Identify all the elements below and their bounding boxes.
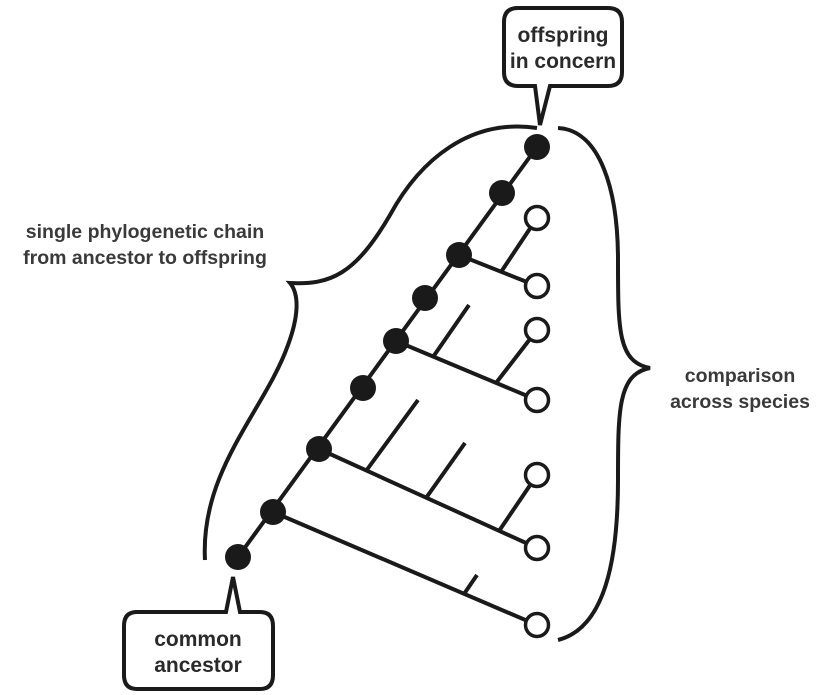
ancestor-node xyxy=(524,134,550,160)
species-node xyxy=(523,386,551,414)
top-callout-line-1: offspring xyxy=(518,24,609,47)
branch-stub xyxy=(424,441,467,500)
main-lineage xyxy=(236,145,539,559)
branch-stub xyxy=(431,303,471,359)
bottom-callout-bubble xyxy=(122,576,275,691)
branch xyxy=(272,510,538,627)
branch xyxy=(458,253,538,288)
ancestor-node xyxy=(350,375,376,401)
left-brace-label-line-1: single phylogenetic chain xyxy=(26,221,264,243)
ancestor-node xyxy=(260,499,286,525)
right-brace-label-line-2: across species xyxy=(670,391,810,413)
common-ancestor-node xyxy=(225,544,251,570)
species-node xyxy=(523,461,551,489)
species-node xyxy=(523,316,551,344)
species-node xyxy=(523,534,551,562)
branch-stub xyxy=(462,573,479,596)
ancestor-node xyxy=(383,328,409,354)
ancestor-node xyxy=(306,436,332,462)
bottom-callout-line-1: common xyxy=(154,628,242,651)
bottom-callout-line-2: ancestor xyxy=(154,654,242,677)
ancestor-node xyxy=(446,242,472,268)
branch-stub xyxy=(364,398,420,473)
ancestor-node xyxy=(489,180,515,206)
species-node xyxy=(523,611,551,639)
left-brace xyxy=(202,124,538,561)
right-brace-label-line-1: comparison xyxy=(685,365,796,387)
species-node xyxy=(523,272,551,300)
top-callout-line-2: in concern xyxy=(510,50,616,73)
ancestor-node xyxy=(412,285,438,311)
right-brace xyxy=(557,126,651,642)
species-node xyxy=(523,204,551,232)
branch xyxy=(395,339,538,402)
top-callout-bubble xyxy=(502,6,624,126)
left-brace-label-line-2: from ancestor to offspring xyxy=(23,247,267,269)
